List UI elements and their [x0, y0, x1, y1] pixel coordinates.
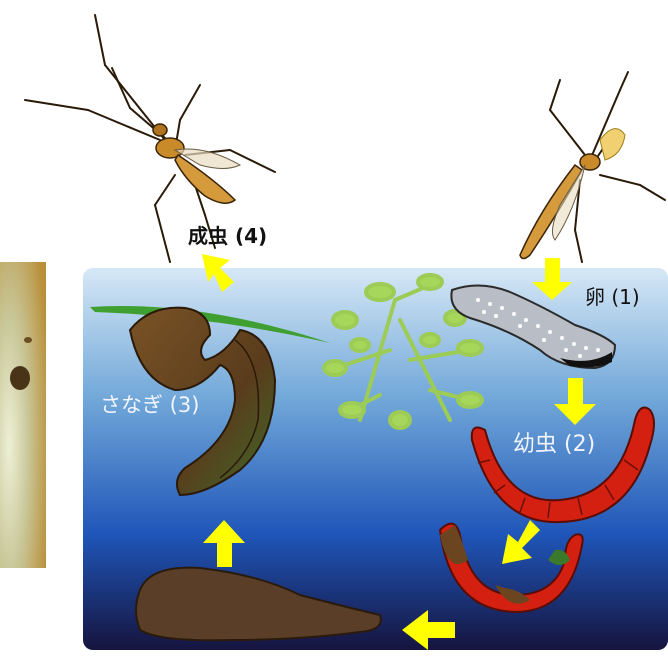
label-pupa: さなぎ (3)	[100, 395, 199, 416]
label-egg: 卵 (1)	[585, 287, 640, 307]
photo-inset	[0, 262, 46, 568]
adult-mosquito-laying-body	[520, 129, 625, 259]
label-adult: 成虫 (4)	[188, 226, 267, 246]
label-larva: 幼虫 (2)	[513, 434, 595, 456]
